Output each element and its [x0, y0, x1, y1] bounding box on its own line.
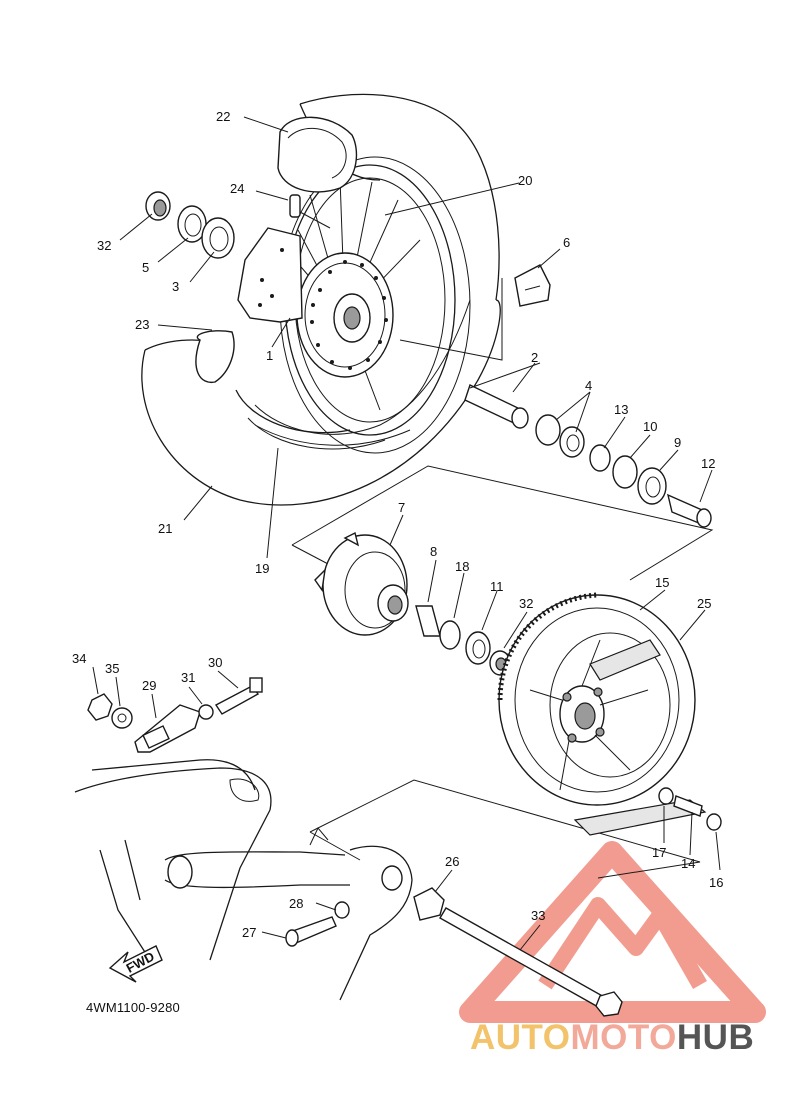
callout-35: 35	[105, 661, 119, 676]
drive-belt	[573, 639, 707, 836]
callout-14: 14	[681, 856, 695, 871]
callout-29: 29	[142, 678, 156, 693]
fwd-label: FWD	[124, 949, 157, 976]
chain-adjuster	[87, 677, 263, 753]
callout-2: 2	[531, 350, 538, 365]
rim-strip	[254, 424, 411, 446]
callout-18: 18	[455, 559, 469, 574]
callout-10: 10	[643, 419, 657, 434]
callout-9: 9	[674, 435, 681, 450]
callout-16: 16	[709, 875, 723, 890]
swingarm	[74, 759, 413, 1001]
callout-13: 13	[614, 402, 628, 417]
leader-lines	[92, 116, 721, 951]
exploded-frame	[291, 278, 714, 879]
callout-15: 15	[655, 575, 669, 590]
hub-bearings-right	[464, 384, 712, 528]
damper	[514, 264, 551, 307]
callout-23: 23	[135, 317, 149, 332]
valve	[289, 194, 331, 229]
callout-33: 33	[531, 908, 545, 923]
brand-part-hub: HUB	[676, 1018, 755, 1057]
drive-pulley	[497, 592, 696, 806]
rim-band	[195, 330, 235, 384]
bearing-stack-center	[415, 605, 511, 676]
callout-6: 6	[563, 235, 570, 250]
diagram-code: 4WM1100-9280	[86, 1000, 180, 1015]
callout-3: 3	[172, 279, 179, 294]
inner-tube	[277, 116, 358, 193]
callout-22: 22	[216, 109, 230, 124]
callout-30: 30	[208, 655, 222, 670]
callout-28: 28	[289, 896, 303, 911]
callout-1: 1	[266, 348, 273, 363]
callout-17: 17	[652, 845, 666, 860]
callout-32: 32	[97, 238, 111, 253]
callout-labels: 1 2 3 4 5 6 7 8 9 10 11 12 13 14 15 16 1…	[72, 109, 723, 940]
axle-hardware	[285, 887, 623, 1017]
callout-26: 26	[445, 854, 459, 869]
callout-25: 25	[697, 596, 711, 611]
callout-11: 11	[490, 579, 504, 594]
hub	[314, 531, 409, 636]
callout-21: 21	[158, 521, 172, 536]
callout-8: 8	[430, 544, 437, 559]
callout-32b: 32	[519, 596, 533, 611]
callout-31: 31	[181, 670, 195, 685]
callout-19: 19	[255, 561, 269, 576]
callout-4: 4	[585, 378, 592, 393]
brand-part-moto: MOTO	[570, 1018, 677, 1057]
callout-27: 27	[242, 925, 256, 940]
callout-24: 24	[230, 181, 244, 196]
caliper-bracket	[237, 227, 303, 323]
callout-5: 5	[142, 260, 149, 275]
bearing-stack-left	[145, 191, 235, 259]
callout-34: 34	[72, 651, 86, 666]
callout-7: 7	[398, 500, 405, 515]
brake-disc	[296, 252, 394, 378]
pulley-bolts	[658, 787, 722, 831]
brand-part-auto: AUTO	[470, 1018, 571, 1057]
fwd-arrow-icon: FWD	[108, 945, 163, 983]
brand-wordmark: AUTOMOTOHUB	[470, 1018, 754, 1058]
callout-12: 12	[701, 456, 715, 471]
callout-20: 20	[518, 173, 532, 188]
